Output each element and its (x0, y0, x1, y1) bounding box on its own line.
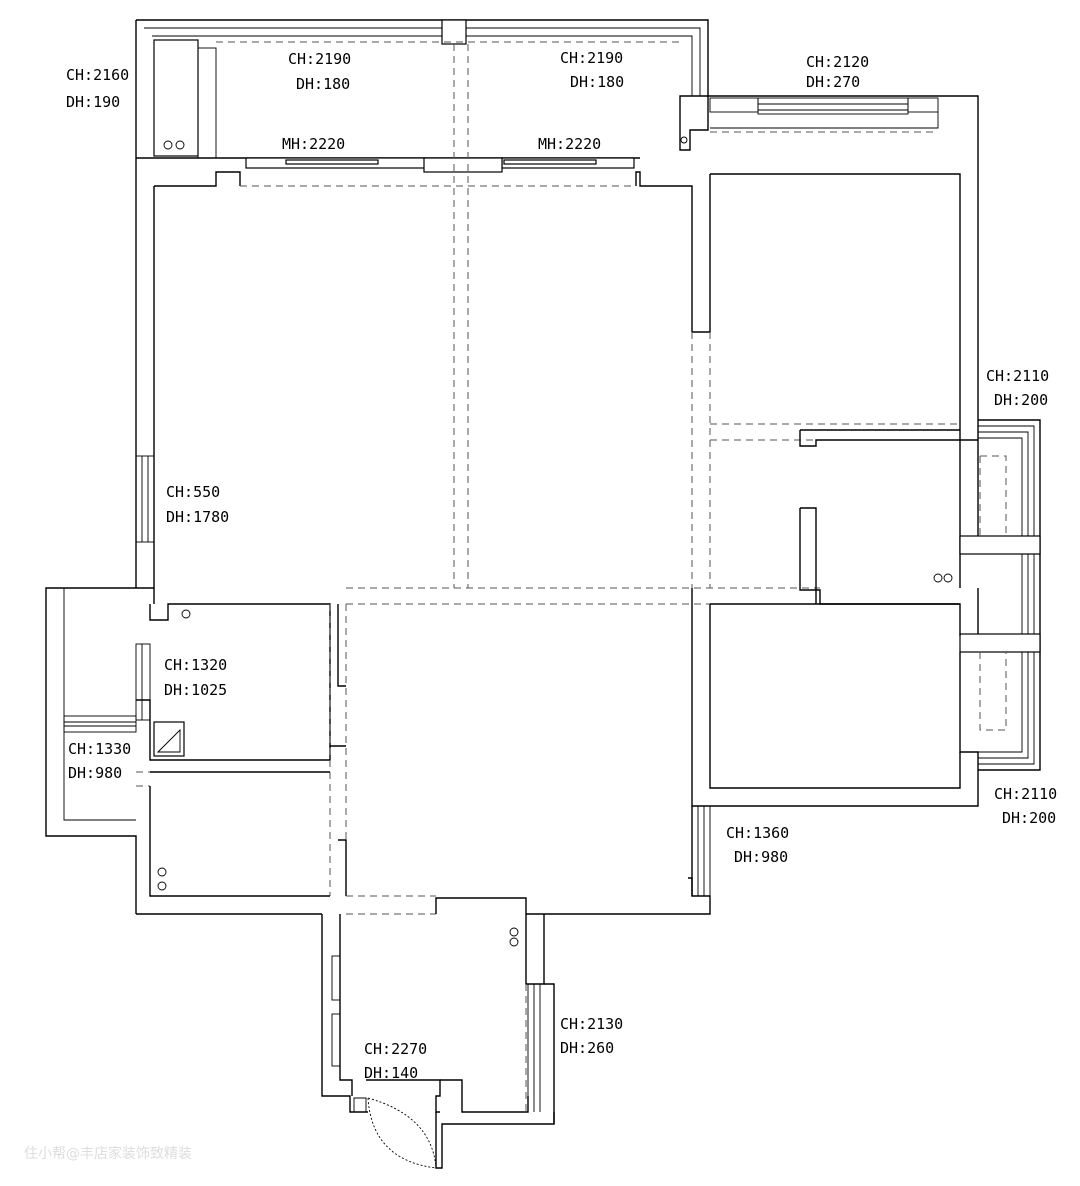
label-right-lower-ch: CH:2110 (994, 785, 1057, 803)
label-living-ch: CH:550 (166, 483, 220, 501)
watermark: 住小帮@丰店家装饰致精装 (24, 1145, 192, 1162)
label-top-left-ch: CH:2160 (66, 66, 129, 84)
room-small-left (136, 603, 347, 915)
label-living-dh: DH:1780 (166, 508, 229, 526)
label-top-right-dh: DH:270 (806, 73, 860, 91)
label-right-upper-dh: DH:200 (994, 391, 1048, 409)
label-right-upper-ch: CH:2110 (986, 367, 1049, 385)
label-small-room-dh: DH:1025 (164, 681, 227, 699)
label-balcony-left-ch: CH:2190 (288, 50, 351, 68)
label-bottom-right-dh: DH:260 (560, 1039, 614, 1057)
label-right-lower-dh: DH:200 (1002, 809, 1056, 827)
bay-window-right (959, 419, 1041, 771)
room-top-right (708, 95, 979, 441)
label-left-lower-dh: DH:980 (68, 764, 122, 782)
entrance-area (321, 805, 711, 1169)
label-door-left-mh: MH:2220 (282, 135, 345, 153)
balcony-left (45, 587, 151, 914)
label-top-left-dh: DH:190 (66, 93, 120, 111)
main-walls (135, 44, 820, 605)
label-small-room-ch: CH:1320 (164, 656, 227, 674)
label-door-right-mh: MH:2220 (538, 135, 601, 153)
label-entrance-ch: CH:2270 (364, 1040, 427, 1058)
label-balcony-right-ch: CH:2190 (560, 49, 623, 67)
label-entrance-dh: DH:140 (364, 1064, 418, 1082)
label-center-lower-ch: CH:1360 (726, 824, 789, 842)
balcony-top (135, 19, 709, 173)
dimension-labels: CH:2160 DH:190 CH:2190 DH:180 CH:2190 DH… (66, 49, 1057, 1082)
label-balcony-right-dh: DH:180 (570, 73, 624, 91)
label-balcony-left-dh: DH:180 (296, 75, 350, 93)
room-right-lower (691, 588, 979, 807)
label-top-right-ch: CH:2120 (806, 53, 869, 71)
label-left-lower-ch: CH:1330 (68, 740, 131, 758)
label-bottom-right-ch: CH:2130 (560, 1015, 623, 1033)
label-center-lower-dh: DH:980 (734, 848, 788, 866)
